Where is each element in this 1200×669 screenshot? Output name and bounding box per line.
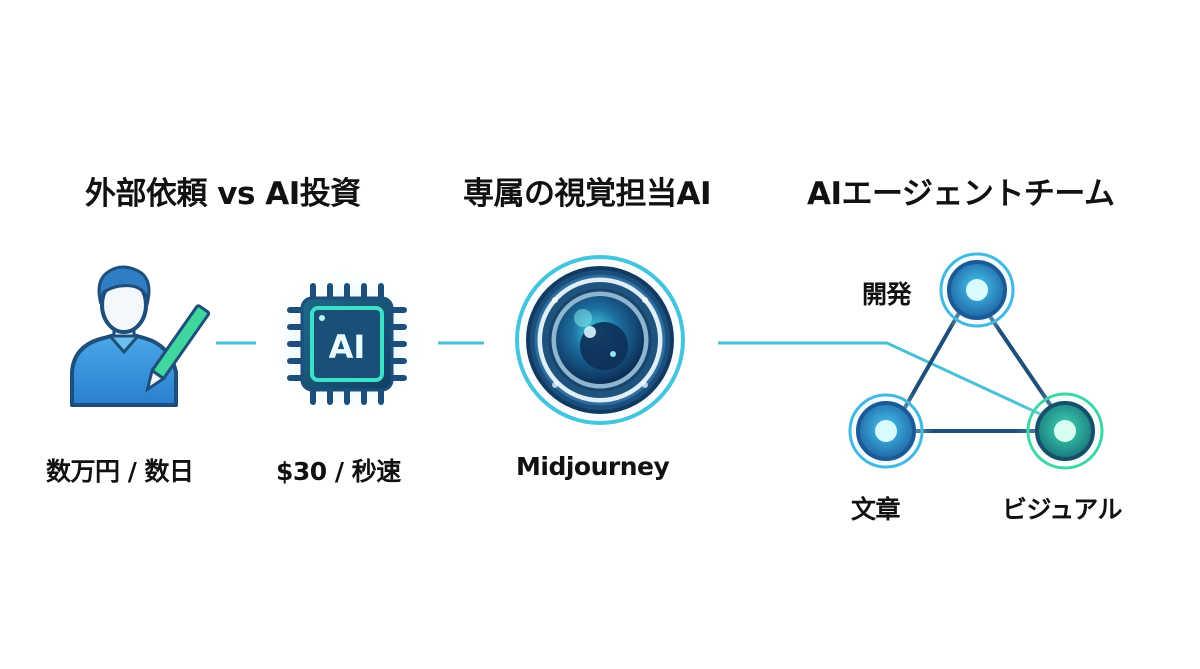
node-visual-icon [1015, 381, 1115, 481]
heading-dedicated-visual-ai: 専属の視覚担当AI [463, 176, 712, 212]
label-development: 開発 [862, 280, 912, 309]
connector-lines [216, 341, 1041, 416]
camera-lens-icon [500, 240, 700, 440]
agent-team-network [838, 242, 1115, 481]
label-midjourney: Midjourney [516, 452, 670, 481]
label-outsourcing-cost: 数万円 / 数日 [46, 457, 194, 486]
label-ai-cost: $30 / 秒速 [276, 457, 401, 486]
label-writing: 文章 [851, 495, 901, 524]
node-development-icon [929, 242, 1025, 338]
person-with-pencil-icon [70, 265, 211, 407]
label-visual: ビジュアル [1002, 495, 1123, 524]
node-writing-icon [838, 383, 934, 479]
chip-text: AI [329, 328, 366, 366]
heading-outsourcing-vs-ai: 外部依頼 vs AI投資 [85, 176, 361, 212]
heading-ai-agent-team: AIエージェントチーム [807, 176, 1115, 212]
ai-chip-icon: AI [267, 263, 427, 423]
